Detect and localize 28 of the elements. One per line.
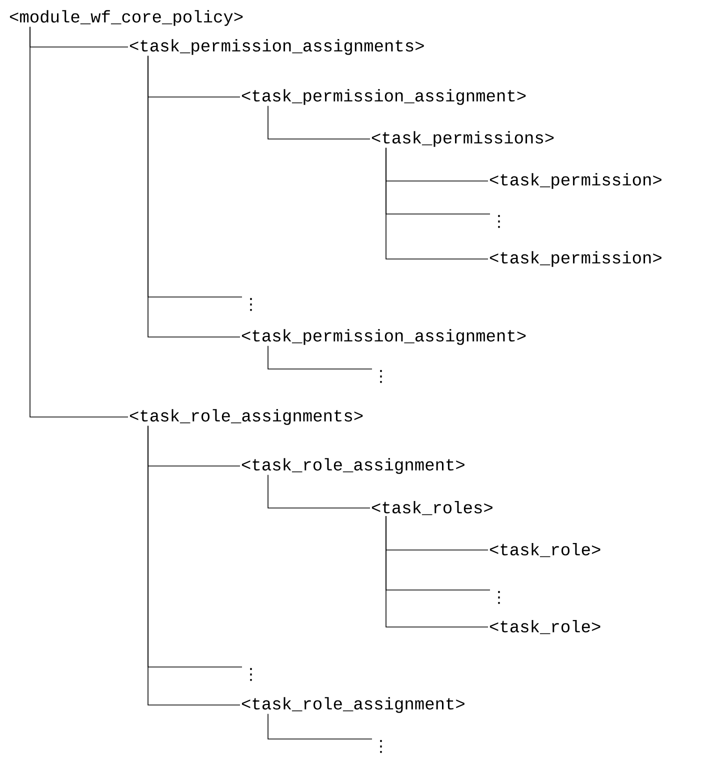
element-tag: <task_permission_assignments> — [130, 39, 424, 55]
tree-connector — [268, 346, 372, 370]
ellipsis-text: ⋮ — [380, 740, 382, 753]
element-tag: <task_permission_assignment> — [242, 89, 526, 105]
element-tag: <task_role> — [490, 620, 600, 634]
tree-connector — [268, 106, 370, 140]
ellipsis-text: ⋮ — [498, 591, 500, 604]
tree-connector — [30, 26, 128, 418]
element-tag: <task_permission> — [490, 173, 662, 189]
element-tag: <task_role_assignment> — [242, 458, 464, 474]
tree-connector — [268, 714, 372, 740]
element-tag: <task_permissions> — [372, 131, 554, 147]
ellipsis-text: ⋮ — [250, 298, 252, 311]
element-tag: <task_permission_assignment> — [242, 329, 526, 345]
element-tag: <task_permission> — [490, 251, 662, 267]
element-tag: <task_roles> — [372, 500, 492, 516]
tree-connector — [268, 474, 370, 508]
tree-connector — [148, 426, 240, 706]
ellipsis-text: ⋮ — [498, 215, 500, 228]
ellipsis-text: ⋮ — [250, 668, 252, 681]
tree-connector — [386, 148, 488, 260]
element-tag: <task_role_assignments> — [130, 409, 363, 425]
tree-connector — [386, 516, 488, 628]
ellipsis-text: ⋮ — [380, 370, 382, 383]
tree-connector — [148, 56, 240, 338]
element-tag: <module_wf_core_policy> — [10, 10, 243, 26]
element-tag: <task_role> — [490, 542, 600, 558]
element-tag: <task_role_assignment> — [242, 697, 464, 713]
